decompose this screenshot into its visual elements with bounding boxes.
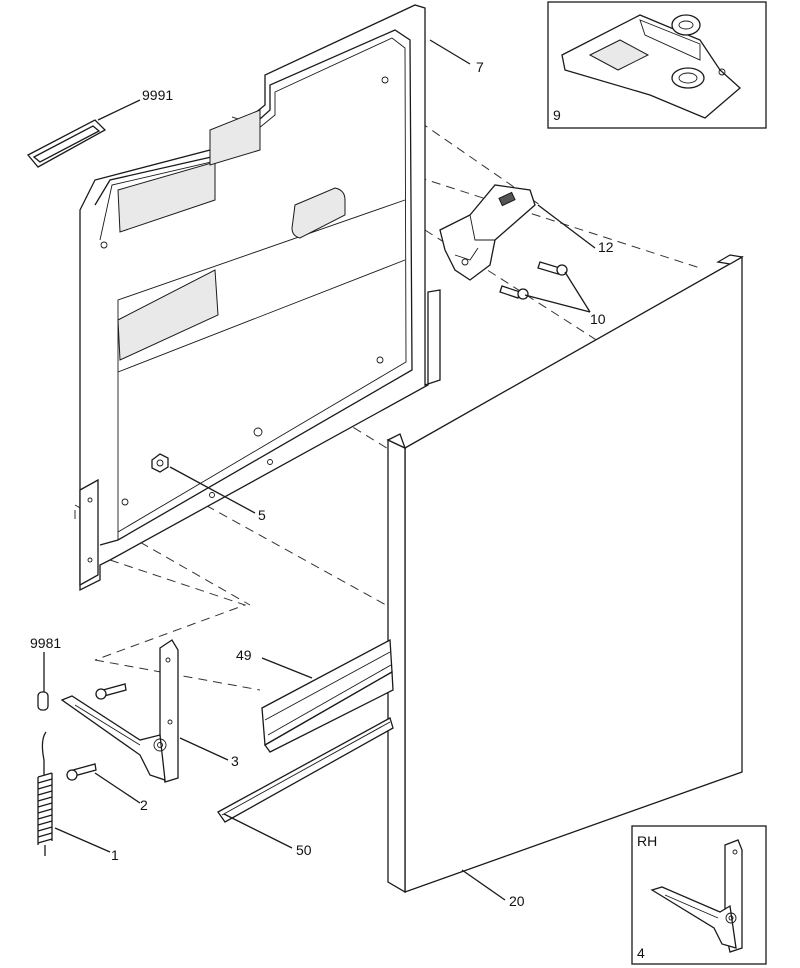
label-10: 10 [590,311,606,327]
inner-door-frame [79,4,441,592]
trim-strip-49 [261,638,394,753]
inset-right-hinge [631,825,767,965]
label-9: 9 [553,107,561,123]
gasket-part [26,119,107,168]
label-5: 5 [258,507,266,523]
label-12: 12 [598,239,614,255]
label-rh: RH [637,833,657,849]
label-2: 2 [140,797,148,813]
screws-part-10 [499,261,568,300]
clip-part [37,691,49,711]
outer-door-panel [386,254,744,894]
label-3: 3 [231,753,239,769]
label-50: 50 [296,842,312,858]
label-4: 4 [637,945,645,961]
label-49: 49 [236,647,252,663]
latch-assembly [439,184,536,281]
label-9991: 9991 [142,87,173,103]
screws-part-2 [66,683,127,781]
label-1: 1 [111,847,119,863]
label-9981: 9981 [30,635,61,651]
leader-lines [43,39,596,901]
nut-part [151,453,169,473]
trim-strip-50 [217,717,394,823]
inset-dispenser [547,1,767,129]
label-20: 20 [509,893,525,909]
spring-part [37,731,53,856]
callout-labels: 7 9991 9 12 10 5 9981 49 3 2 1 50 20 RH … [30,59,657,961]
label-7: 7 [476,59,484,75]
hinge-bracket [60,639,179,783]
